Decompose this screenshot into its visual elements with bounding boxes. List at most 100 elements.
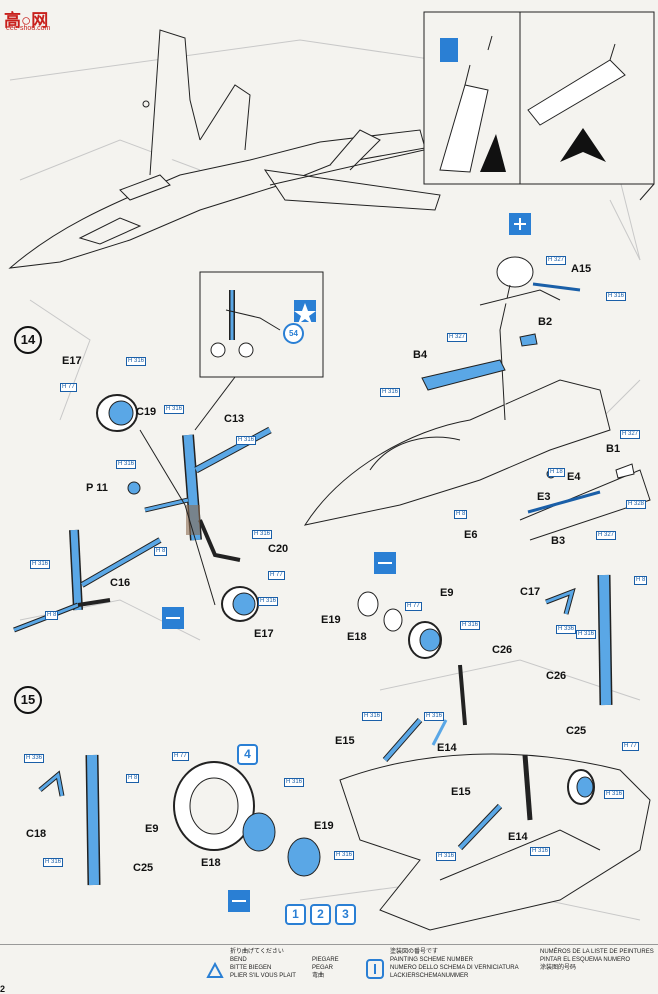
- paint-code: H 316: [606, 292, 627, 301]
- label-c26-mid: C26: [492, 644, 513, 656]
- assembly-illustration: [8, 11, 655, 931]
- label-c26-right: C26: [546, 670, 567, 682]
- label-a15: A15: [571, 263, 592, 275]
- label-c18: C18: [26, 828, 47, 840]
- label-c25-right: C25: [566, 725, 587, 737]
- page-number: 2: [0, 984, 6, 994]
- label-p11: P 11: [86, 482, 108, 494]
- badge-4: 4: [237, 744, 258, 765]
- paint-code: H 8: [126, 774, 140, 783]
- label-e14-top: E14: [437, 742, 457, 754]
- paint-code: H 18: [548, 468, 565, 477]
- fuselage-right-view: [303, 256, 651, 541]
- tail-fin-inset: [423, 11, 655, 185]
- paint-code: H 77: [405, 602, 422, 611]
- paint-code: H 327: [620, 430, 641, 439]
- paint-code: H 77: [268, 571, 285, 580]
- legend-bend-jp: 折り曲げてください: [230, 949, 284, 955]
- legend-paint-jp: 塗装図の番号です: [390, 949, 439, 955]
- step-number-15: 15: [14, 686, 42, 714]
- paint-code: H 316: [362, 712, 383, 721]
- legend-paint-it: NUMERO DELLO SCHEMA DI VERNICIATURA: [390, 965, 519, 971]
- label-e15-bottom: E15: [451, 786, 471, 798]
- paint-code: H 316: [334, 851, 355, 860]
- paint-code: H 8: [154, 547, 168, 556]
- wheel-set-middle: [357, 591, 442, 659]
- legend-bend-fr: PLIER S'IL VOUS PLAIT: [230, 973, 296, 979]
- paint-code: H 316: [604, 790, 625, 799]
- wheel-e17-left: [96, 394, 138, 432]
- label-e9-bottom: E9: [145, 823, 159, 835]
- paint-code: H 316: [576, 630, 597, 639]
- paint-code: H 8: [45, 611, 59, 620]
- label-e17-top: E17: [62, 355, 82, 367]
- legend-paint-en: PAINTING SCHEME NUMBER: [390, 957, 473, 963]
- paint-code: H 77: [622, 742, 639, 751]
- bend-arrow-icons: [162, 38, 531, 912]
- wheel-e17-right: [221, 586, 259, 622]
- label-e18-bottom: E18: [201, 857, 221, 869]
- legend-bend-de: BITTE BIEGEN: [230, 965, 272, 971]
- paint-code: H 316: [252, 530, 273, 539]
- aircraft-outline-top: [8, 29, 441, 269]
- label-e19-bottom: E19: [314, 820, 334, 832]
- label-e18-mid: E18: [347, 631, 367, 643]
- badge-3: 3: [335, 904, 356, 925]
- paint-code: H 316: [258, 597, 279, 606]
- part-p11: [127, 481, 141, 495]
- legend-bend-es: PIEGARE: [312, 957, 339, 963]
- label-c16: C16: [110, 577, 131, 589]
- paint-code: H 336: [556, 625, 577, 634]
- paint-code: H 77: [172, 752, 189, 761]
- gear-detail-inset: [199, 271, 324, 378]
- paint-code: H 77: [60, 383, 77, 392]
- legend-bend-en: BEND: [230, 957, 247, 963]
- paint-code: H 8: [634, 576, 648, 585]
- label-c20: C20: [268, 543, 289, 555]
- part-b4: [421, 359, 506, 391]
- label-e6: E6: [464, 529, 478, 541]
- paint-code: H 316: [43, 858, 64, 867]
- label-b2: B2: [538, 316, 553, 328]
- legend-paint-es: NUMÉROS DE LA LISTE DE PEINTURES: [540, 949, 654, 955]
- label-b3: B3: [551, 535, 566, 547]
- label-c17: C17: [520, 586, 541, 598]
- paint-code: H 316: [436, 852, 457, 861]
- label-b4: B4: [413, 349, 428, 361]
- legend-paint-fr: PINTAR EL ESQUEMA NUMERO: [540, 957, 631, 963]
- badge-2: 2: [310, 904, 331, 925]
- main-gear-strut-assembly: [139, 426, 272, 606]
- badge-54: 54: [283, 323, 304, 344]
- paint-code: H 336: [24, 754, 45, 763]
- gear-strut-c25-left: [38, 754, 101, 886]
- paint-code: H 316: [236, 436, 257, 445]
- label-c13: C13: [224, 413, 245, 425]
- label-e14-bottom: E14: [508, 831, 528, 843]
- legend-paint-de: LACKIERSCHEMANUMMER: [390, 973, 469, 979]
- paint-code: H 327: [447, 333, 468, 342]
- bend-icon: [206, 961, 224, 978]
- label-e19-mid: E19: [321, 614, 341, 626]
- label-e17-bottom: E17: [254, 628, 274, 640]
- paint-code: H 316: [380, 388, 401, 397]
- nose-gear-c16: [13, 529, 162, 633]
- step-number-14: 14: [14, 326, 42, 354]
- watermark-logo: 高○网: [4, 11, 49, 30]
- part-a15: [532, 282, 581, 292]
- legend-bend-cn: 弯曲: [312, 973, 325, 979]
- paint-code: H 316: [126, 357, 147, 366]
- watermark-url: eee-shou.com: [6, 25, 51, 32]
- label-e4: E4: [567, 471, 581, 483]
- label-e9-mid: E9: [440, 587, 454, 599]
- label-b1: B1: [606, 443, 621, 455]
- badge-1: 1: [285, 904, 306, 925]
- paint-code: H 328: [626, 500, 647, 509]
- paint-code: H 327: [546, 256, 567, 265]
- part-b1: [615, 463, 635, 479]
- paint-code: H 316: [284, 778, 305, 787]
- paint-code: H 316: [30, 560, 51, 569]
- paint-code: H 316: [164, 405, 185, 414]
- paint-code: H 327: [596, 531, 617, 540]
- wheel-e9-large: [173, 761, 321, 877]
